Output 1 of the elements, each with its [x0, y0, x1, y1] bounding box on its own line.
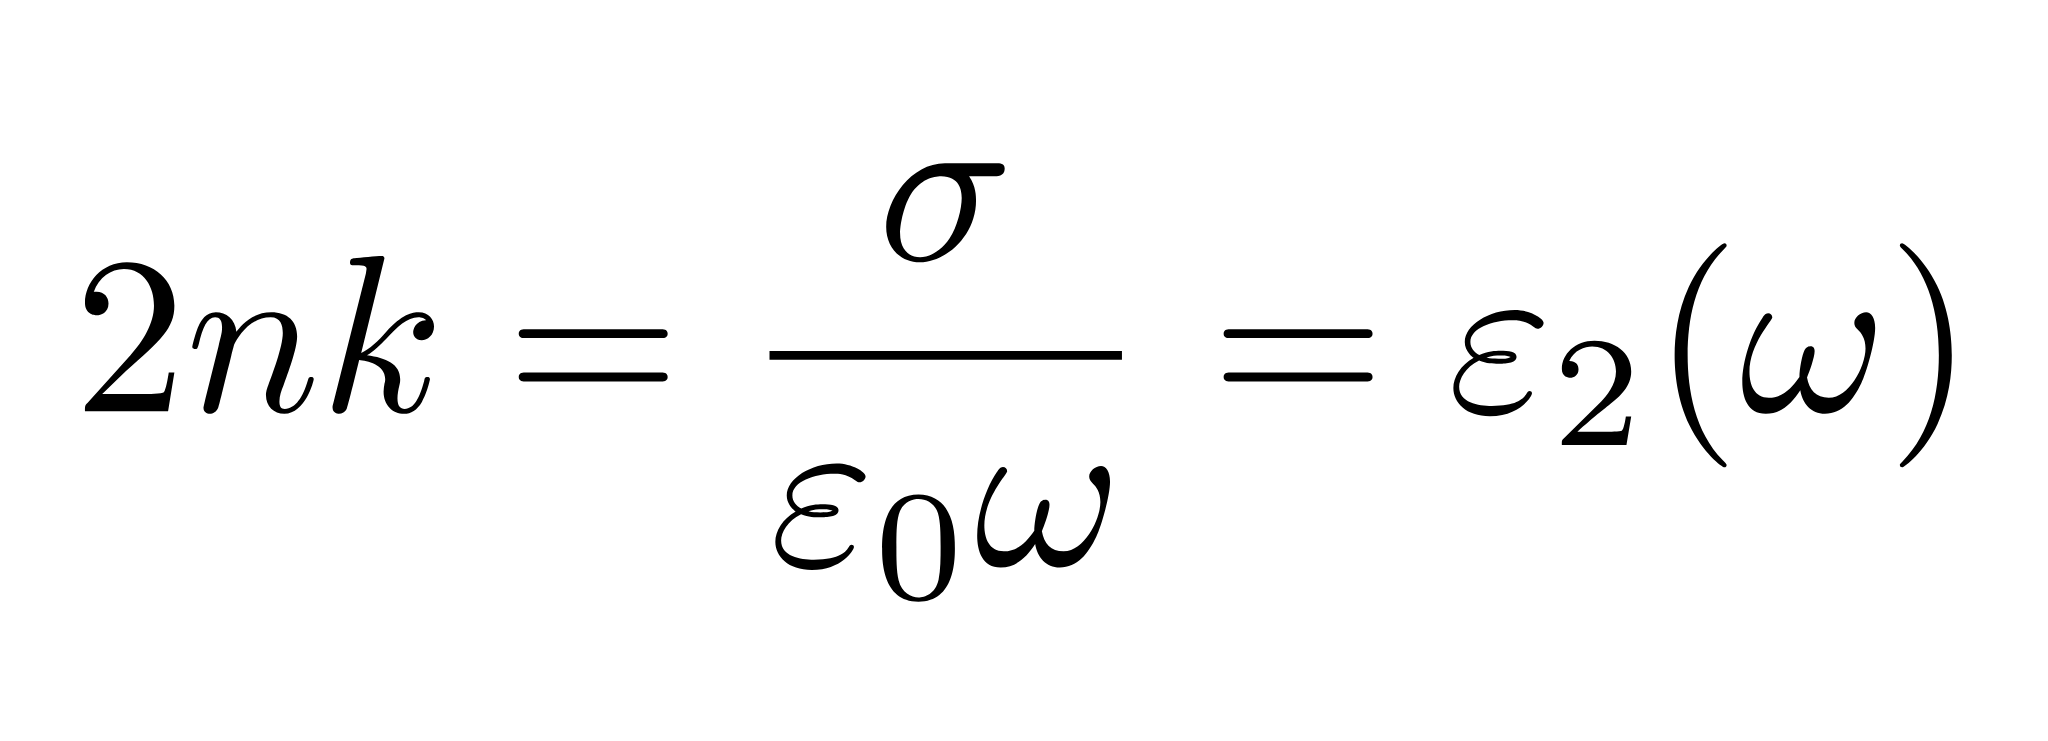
- formula: $2nk=\frac{\sigma}{\varepsilon_{0}\omega}=\varepsilon_{2}(\omega)$: [84, 163, 1952, 602]
